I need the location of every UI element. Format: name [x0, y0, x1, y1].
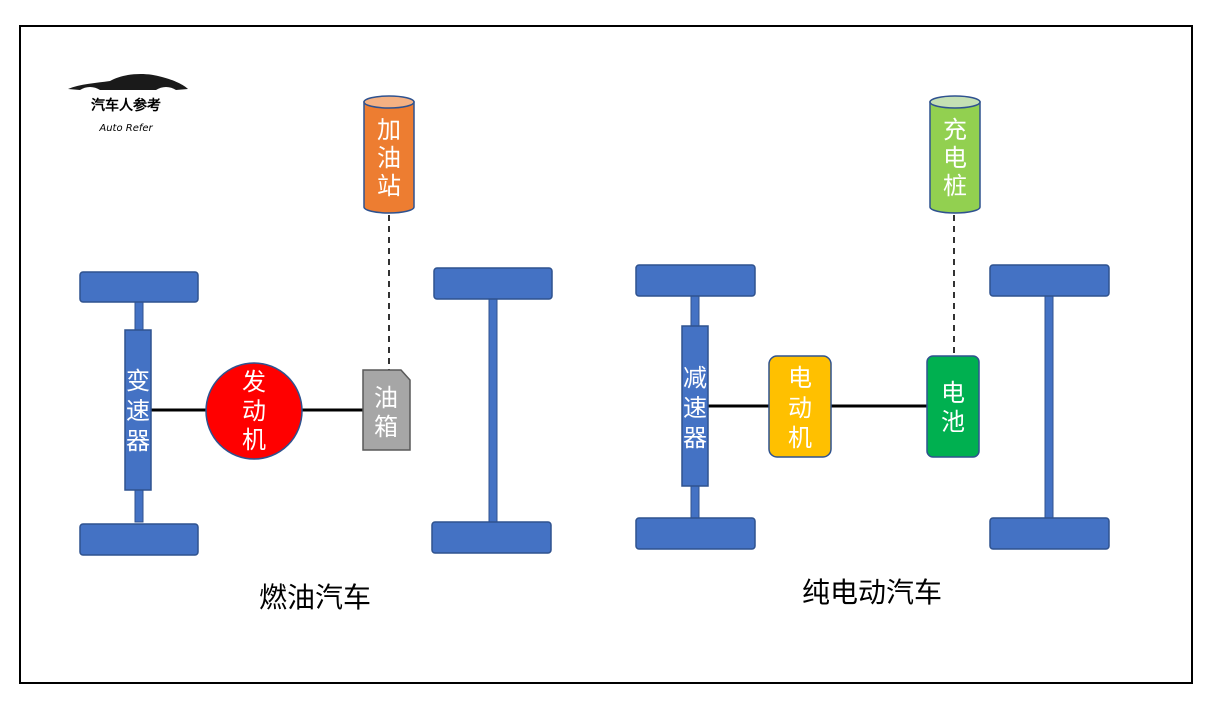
- transmission-label-3: 器: [126, 427, 150, 455]
- ev-rear-right-wheel: [989, 517, 1110, 550]
- car-silhouette-icon: [68, 73, 188, 90]
- logo-title: 汽车人参考: [91, 97, 161, 114]
- fuel-tank-label-2: 箱: [374, 413, 398, 441]
- transmission-box: [124, 329, 152, 491]
- diagram-frame: [19, 25, 1193, 684]
- transmission-label-2: 速: [126, 397, 150, 425]
- motor-label-3: 机: [788, 424, 812, 452]
- engine-label-1: 发: [242, 368, 266, 396]
- fuel-front-right-wheel: [79, 523, 199, 556]
- transmission-label-1: 变: [126, 367, 150, 395]
- reducer-label-1: 减: [683, 364, 707, 392]
- fuel-tank-shape: [362, 369, 411, 451]
- charging-pile-label-1: 充: [943, 116, 967, 144]
- fuel-rear-axle: [488, 297, 498, 523]
- battery-box: [926, 355, 980, 458]
- ev-car-caption: 纯电动汽车: [802, 576, 942, 609]
- reducer-label-3: 器: [683, 424, 707, 452]
- fuel-car-diagram: 变 速 器 发 动 机 油 箱 加 油 站 燃油汽车: [79, 95, 553, 614]
- charging-pile-label-3: 桩: [943, 172, 967, 200]
- motor-box: [768, 355, 832, 458]
- reducer-box: [681, 325, 709, 487]
- ev-front-left-wheel: [635, 264, 756, 297]
- engine-label-2: 动: [242, 397, 266, 425]
- ev-front-right-wheel: [635, 517, 756, 550]
- ev-car-diagram: 减 速 器 电 动 机 电 池 充 电 桩 纯电动汽车: [635, 95, 1110, 609]
- engine-circle: [205, 362, 303, 460]
- battery-label-2: 池: [941, 408, 965, 436]
- motor-label-1: 电: [788, 364, 812, 392]
- fuel-rear-left-wheel: [433, 267, 553, 300]
- battery-label-1: 电: [941, 379, 965, 407]
- engine-label-3: 机: [242, 426, 266, 454]
- fuel-car-caption: 燃油汽车: [259, 581, 371, 614]
- fuel-front-left-wheel: [79, 271, 199, 303]
- fuel-tank-label-1: 油: [374, 384, 398, 412]
- fuel-rear-right-wheel: [431, 521, 552, 554]
- gas-station-label-3: 站: [377, 172, 401, 200]
- gas-station-label-2: 油: [377, 144, 401, 172]
- ev-rear-axle: [1044, 292, 1054, 520]
- charging-pile-label-2: 电: [943, 144, 967, 172]
- gas-station-label-1: 加: [377, 116, 401, 144]
- charging-pile-cylinder: [929, 95, 981, 214]
- logo-subtitle: Auto Refer: [98, 123, 153, 134]
- ev-rear-left-wheel: [989, 264, 1110, 297]
- motor-label-2: 动: [788, 394, 812, 422]
- reducer-label-2: 速: [683, 394, 707, 422]
- gas-station-cylinder: [363, 95, 415, 214]
- logo: 汽车人参考 Auto Refer: [68, 73, 188, 134]
